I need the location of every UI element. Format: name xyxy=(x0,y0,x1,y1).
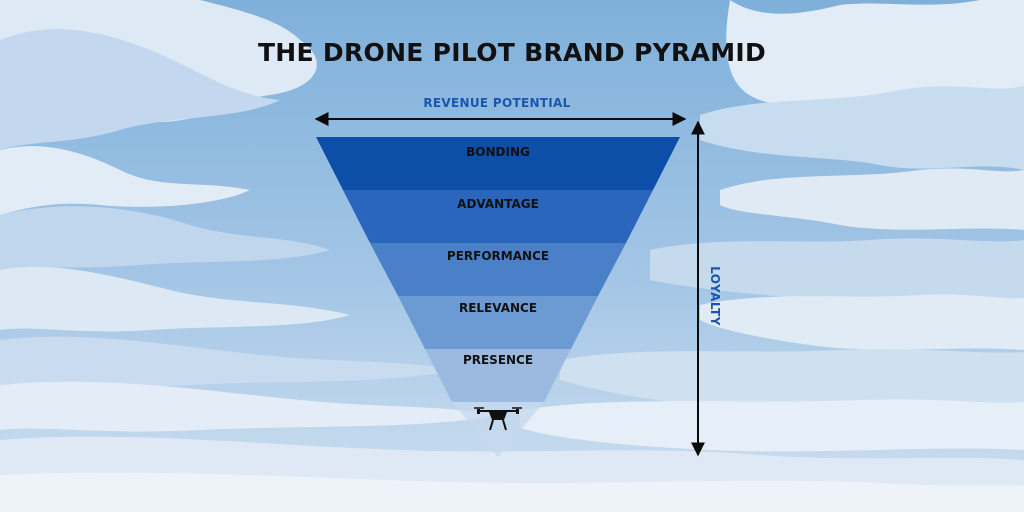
level-label-relevance: RELEVANCE xyxy=(459,301,537,315)
pyramid-band-relevance xyxy=(398,296,598,349)
pyramid-band-bonding xyxy=(316,137,680,190)
pyramid-bands xyxy=(316,137,680,457)
level-label-presence: PRESENCE xyxy=(463,353,533,367)
page-title: THE DRONE PILOT BRAND PYRAMID xyxy=(257,38,767,67)
pyramid-band-presence xyxy=(425,349,571,402)
pyramid-tip xyxy=(452,402,544,457)
loyalty-label: LOYALTY xyxy=(708,266,722,326)
level-label-bonding: BONDING xyxy=(466,145,530,159)
level-label-advantage: ADVANTAGE xyxy=(457,197,539,211)
drone-icon xyxy=(474,407,522,431)
pyramid-band-performance xyxy=(370,243,626,296)
revenue-potential-label: REVENUE POTENTIAL xyxy=(423,96,570,110)
pyramid-level-labels: BONDING ADVANTAGE PERFORMANCE RELEVANCE … xyxy=(447,145,549,367)
pyramid-band-advantage xyxy=(343,190,653,243)
level-label-performance: PERFORMANCE xyxy=(447,249,549,263)
